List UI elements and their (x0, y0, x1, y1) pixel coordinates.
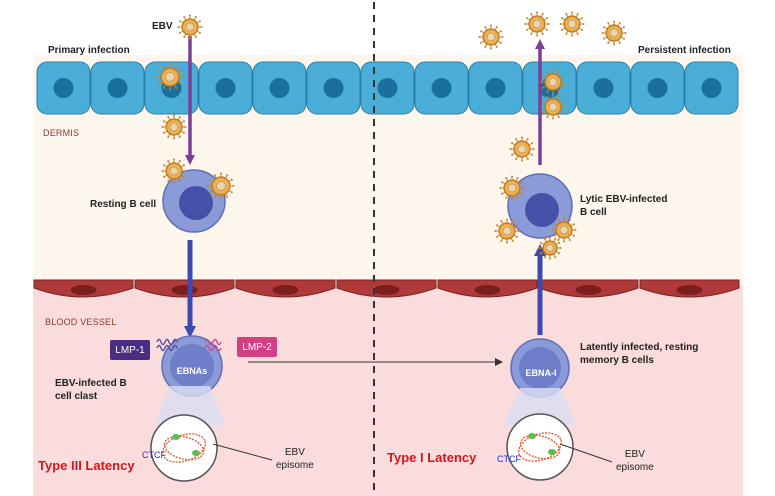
lmp2-receptor-icon (204, 338, 222, 352)
virus-icon (161, 114, 187, 140)
latent-cell-label: Latently infected, resting memory B cell… (580, 342, 699, 366)
virus-icon (494, 218, 520, 244)
virus-icon (559, 11, 585, 37)
endothelial-cell (538, 279, 639, 298)
epithelial-cell (306, 61, 361, 115)
virus-icon (540, 69, 566, 95)
lytic-b-cell-icon (507, 173, 573, 239)
endothelial-layer (33, 279, 740, 298)
virus-icon (156, 63, 184, 91)
endothelial-cell (336, 279, 437, 298)
virus-icon (509, 136, 535, 162)
endothelial-cell (437, 279, 538, 298)
epithelial-cell (36, 61, 91, 115)
virus-icon (207, 172, 235, 200)
endothelial-cell (33, 279, 134, 298)
virus-icon (161, 158, 187, 184)
primary-infection-label: Primary infection (48, 45, 130, 56)
blood-vessel-label: BLOOD VESSEL (45, 317, 117, 327)
virus-icon (538, 236, 562, 260)
lmp2-box: LMP-2 (237, 337, 277, 357)
resting-b-cell-label: Resting B cell (90, 199, 157, 210)
epithelial-cell (468, 61, 523, 115)
magnify-cone-right (504, 388, 576, 425)
virus-icon (524, 11, 550, 37)
ctcf-label-right: CTCF (497, 454, 521, 464)
endothelial-cell (235, 279, 336, 298)
blood-vessel-region (33, 285, 743, 496)
epithelial-layer (36, 61, 739, 115)
ebna1-label: EBNA-I (525, 368, 557, 378)
epithelial-cell (414, 61, 469, 115)
ctcf-label-left: CTCF (142, 450, 166, 460)
type3-latency-label: Type III Latency (38, 458, 135, 473)
virus-icon (601, 20, 627, 46)
virus-icon (478, 24, 504, 50)
episome-label-right: EBV episome (616, 449, 654, 473)
lmp1-receptor-icon (156, 338, 178, 352)
episome-icon-left (150, 414, 218, 482)
epithelial-cell (684, 61, 739, 115)
virus-icon (499, 175, 525, 201)
epithelial-cell (252, 61, 307, 115)
lytic-cell-label: Lytic EBV-infected B cell (580, 194, 668, 218)
episome-leader-left (212, 443, 273, 461)
infected-clast-label: EBV-infected B cell clast (55, 378, 127, 402)
ebv-label: EBV (152, 21, 173, 32)
virus-particles (156, 11, 627, 260)
epithelial-cell (198, 61, 253, 115)
lmp1-box: LMP-1 (110, 340, 150, 360)
virus-icon (177, 14, 203, 40)
ebnas-label: EBNAs (176, 366, 208, 376)
ebna1-b-cell-icon (510, 338, 570, 398)
type1-latency-label: Type I Latency (387, 450, 477, 465)
episome-label-left: EBV episome (276, 447, 314, 471)
dermis-label: DERMIS (43, 128, 80, 138)
epithelial-cell (576, 61, 631, 115)
virus-icon (551, 217, 577, 243)
epithelial-cell (630, 61, 685, 115)
endothelial-cell (639, 279, 740, 298)
persistent-infection-label: Persistent infection (638, 45, 731, 56)
ebnas-b-cell-icon (161, 335, 223, 397)
b-cells (161, 169, 573, 398)
episomes (150, 413, 574, 482)
magnify-cone-left (155, 386, 225, 425)
epithelial-cell (360, 61, 415, 115)
epithelial-cell (90, 61, 145, 115)
episome-icon-right (506, 413, 574, 481)
virus-icon (540, 94, 566, 120)
episome-leader-right (559, 443, 613, 463)
